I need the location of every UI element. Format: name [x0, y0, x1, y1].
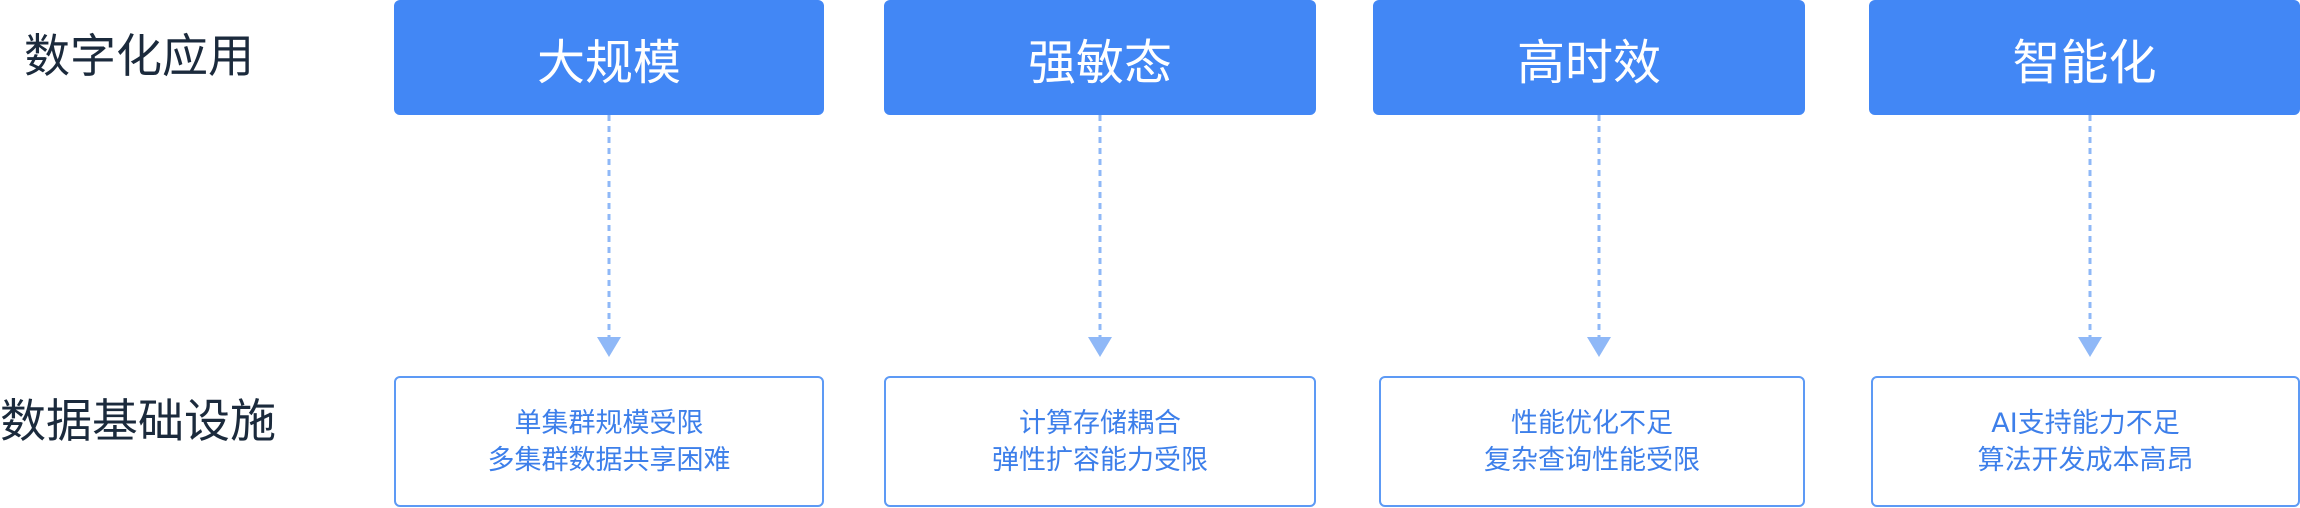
down-arrow-icon	[2078, 115, 2102, 357]
issue-line-1: 单集群规模受限	[514, 407, 704, 439]
challenge-title: 智能化	[2012, 34, 2157, 91]
row-label-applications: 数字化应用	[24, 29, 254, 83]
challenge-title-box: 智能化	[1869, 0, 2300, 115]
column-intelligent: 智能化 AI支持能力不足 算法开发成本高昂	[1869, 0, 2300, 508]
issue-box: 单集群规模受限 多集群数据共享困难	[394, 376, 824, 507]
column-real-time: 高时效 性能优化不足 复杂查询性能受限	[1373, 0, 1805, 508]
column-agile: 强敏态 计算存储耦合 弹性扩容能力受限	[884, 0, 1316, 508]
issue-line-2: 多集群数据共享困难	[487, 444, 731, 476]
down-arrow-icon	[1088, 115, 1112, 357]
challenge-title-box: 强敏态	[884, 0, 1316, 115]
issue-line-2: 算法开发成本高昂	[1977, 444, 2194, 476]
issue-line-1: 性能优化不足	[1511, 407, 1673, 439]
issue-line-1: AI支持能力不足	[1991, 407, 2180, 439]
issue-box: 性能优化不足 复杂查询性能受限	[1379, 376, 1805, 507]
challenge-title: 强敏态	[1027, 34, 1172, 91]
challenge-title-box: 大规模	[394, 0, 824, 115]
issue-box: 计算存储耦合 弹性扩容能力受限	[884, 376, 1316, 507]
challenge-title-box: 高时效	[1373, 0, 1805, 115]
down-arrow-icon	[597, 115, 621, 357]
issue-line-2: 弹性扩容能力受限	[992, 444, 1208, 476]
column-large-scale: 大规模 单集群规模受限 多集群数据共享困难	[394, 0, 824, 508]
row-label-infrastructure: 数据基础设施	[0, 394, 276, 448]
issue-line-2: 复杂查询性能受限	[1484, 444, 1700, 476]
issue-line-1: 计算存储耦合	[1019, 407, 1181, 439]
down-arrow-icon	[1587, 115, 1611, 357]
challenge-title: 高时效	[1516, 34, 1661, 91]
issue-box: AI支持能力不足 算法开发成本高昂	[1871, 376, 2300, 507]
challenge-title: 大规模	[536, 34, 681, 91]
